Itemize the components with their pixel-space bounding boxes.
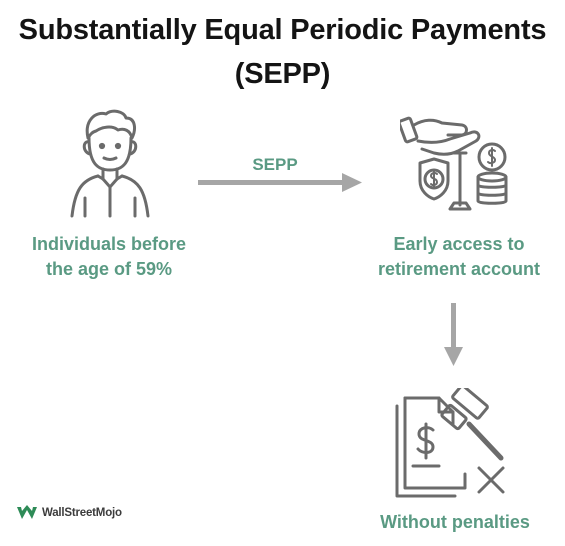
right-arrow: [198, 173, 362, 192]
hand-coins-shield-icon: [400, 116, 508, 211]
down-arrow: [444, 303, 463, 366]
wallstreetmojo-logo: WallStreetMojo: [16, 505, 122, 521]
individual-label-line1: Individuals before: [31, 234, 187, 254]
title-line-2: (SEPP): [234, 58, 331, 90]
person-icon: [70, 109, 150, 218]
individual-label: Individuals before the age of 59%: [0, 232, 218, 282]
document-gavel-x-icon: [395, 388, 505, 498]
early-access-label-line2: retirement account: [377, 259, 541, 279]
logo-text: WallStreetMojo: [42, 507, 122, 519]
individual-label-line2: the age of 59%: [45, 259, 173, 279]
no-penalty-label: Without penalties: [350, 510, 560, 535]
no-penalty-label-line1: Without penalties: [380, 512, 530, 532]
early-access-label-line1: Early access to: [393, 234, 525, 254]
early-access-label: Early access to retirement account: [350, 232, 565, 282]
page-title: Substantially Equal Periodic Payments (S…: [0, 8, 565, 96]
logo-icon: [17, 505, 37, 519]
arrow-label: SEPP: [252, 155, 298, 174]
title-line-1: Substantially Equal Periodic Payments: [18, 14, 547, 46]
